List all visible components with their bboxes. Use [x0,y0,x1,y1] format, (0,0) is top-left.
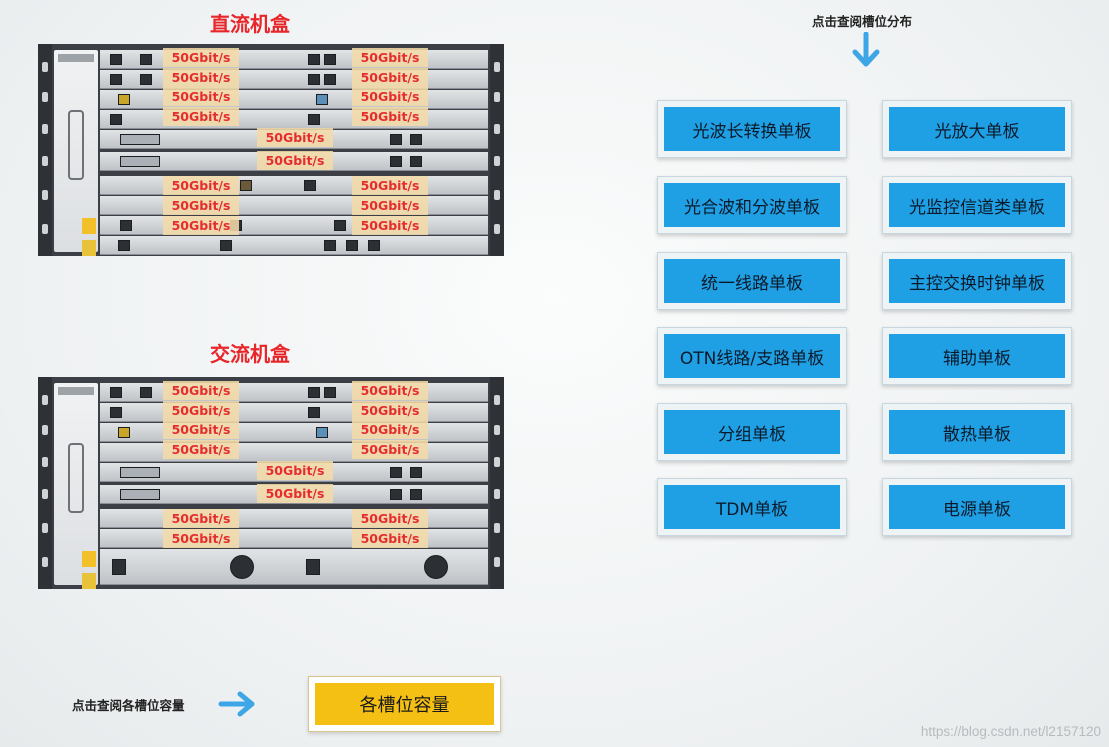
board-button-label: 分组单板 [664,410,840,454]
slot-rate-label: 50Gbit/s [163,509,239,528]
control-panel [54,50,98,252]
slot-capacity-button-label: 各槽位容量 [315,683,494,725]
slot-rate-label: 50Gbit/s [163,440,239,459]
slot-rate-label: 50Gbit/s [352,87,428,106]
board-button-auxiliary[interactable]: 辅助单板 [882,327,1072,385]
watermark-url: https://blog.csdn.net/l2157120 [921,724,1101,739]
board-button-power[interactable]: 电源单板 [882,478,1072,536]
board-button-mux-demux[interactable]: 光合波和分波单板 [657,176,847,234]
board-button-cooling[interactable]: 散热单板 [882,403,1072,461]
slot-rate-label: 50Gbit/s [163,87,239,106]
board-button-optical-supervisory[interactable]: 光监控信道类单板 [882,176,1072,234]
slot-distribution-hint: 点击查阅槽位分布 [812,11,912,30]
slot-rate-label: 50Gbit/s [352,420,428,439]
board-button-label: TDM单板 [664,485,840,529]
arrow-down-icon [850,32,882,70]
slot-rate-label: 50Gbit/s [352,440,428,459]
control-panel [54,383,98,585]
slot-rate-label: 50Gbit/s [163,176,239,195]
board-button-label: 光监控信道类单板 [889,183,1065,227]
slot-rate-label: 50Gbit/s [352,216,428,235]
slot-rate-label: 50Gbit/s [352,509,428,528]
ac-chassis-title: 交流机盒 [190,338,310,367]
slot-rate-label: 50Gbit/s [352,48,428,67]
board-button-label: 主控交换时钟单板 [889,259,1065,303]
board-button-otn-line-tributary[interactable]: OTN线路/支路单板 [657,327,847,385]
chassis-mount-ear [490,44,504,256]
slot-rate-label: 50Gbit/s [163,196,239,215]
slot-rate-label: 50Gbit/s [352,107,428,126]
slot-rate-label: 50Gbit/s [163,68,239,87]
board-button-label: OTN线路/支路单板 [664,334,840,378]
chassis-mount-ear [38,377,52,589]
slot-capacity-button[interactable]: 各槽位容量 [308,676,501,732]
dc-chassis-title: 直流机盒 [190,8,310,37]
board-button-label: 统一线路单板 [664,259,840,303]
board-button-optical-amplifier[interactable]: 光放大单板 [882,100,1072,158]
slot-rate-label: 50Gbit/s [352,401,428,420]
dc-chassis-image: 50Gbit/s 50Gbit/s 50Gbit/s 50Gbit/s 50Gb… [38,44,504,256]
slot-rate-label: 50Gbit/s [163,420,239,439]
chassis-mount-ear [38,44,52,256]
slot-rate-label: 50Gbit/s [163,216,239,235]
slot-rate-label: 50Gbit/s [163,48,239,67]
board-button-label: 电源单板 [889,485,1065,529]
slot-rate-label: 50Gbit/s [352,381,428,400]
board-button-label: 光合波和分波单板 [664,183,840,227]
arrow-right-icon [218,689,258,719]
board-button-wavelength-conversion[interactable]: 光波长转换单板 [657,100,847,158]
board-button-label: 辅助单板 [889,334,1065,378]
slot-rate-label: 50Gbit/s [352,529,428,548]
board-button-tdm[interactable]: TDM单板 [657,478,847,536]
ac-chassis-image: 50Gbit/s 50Gbit/s 50Gbit/s 50Gbit/s 50Gb… [38,377,504,589]
slot-rate-label: 50Gbit/s [163,529,239,548]
slot-rate-label: 50Gbit/s [257,128,333,147]
slot-rate-label: 50Gbit/s [163,401,239,420]
board-button-packet[interactable]: 分组单板 [657,403,847,461]
board-button-label: 散热单板 [889,410,1065,454]
slot-rate-label: 50Gbit/s [163,381,239,400]
board-button-main-control[interactable]: 主控交换时钟单板 [882,252,1072,310]
slot-rate-label: 50Gbit/s [352,68,428,87]
slot-rate-label: 50Gbit/s [352,176,428,195]
slot-rate-label: 50Gbit/s [257,461,333,480]
slot-rate-label: 50Gbit/s [352,196,428,215]
slot-rate-label: 50Gbit/s [257,151,333,170]
chassis-mount-ear [490,377,504,589]
capacity-hint: 点击查阅各槽位容量 [72,695,185,714]
board-button-label: 光波长转换单板 [664,107,840,151]
slot-rate-label: 50Gbit/s [257,484,333,503]
slot-rate-label: 50Gbit/s [163,107,239,126]
board-button-label: 光放大单板 [889,107,1065,151]
board-button-unified-line[interactable]: 统一线路单板 [657,252,847,310]
